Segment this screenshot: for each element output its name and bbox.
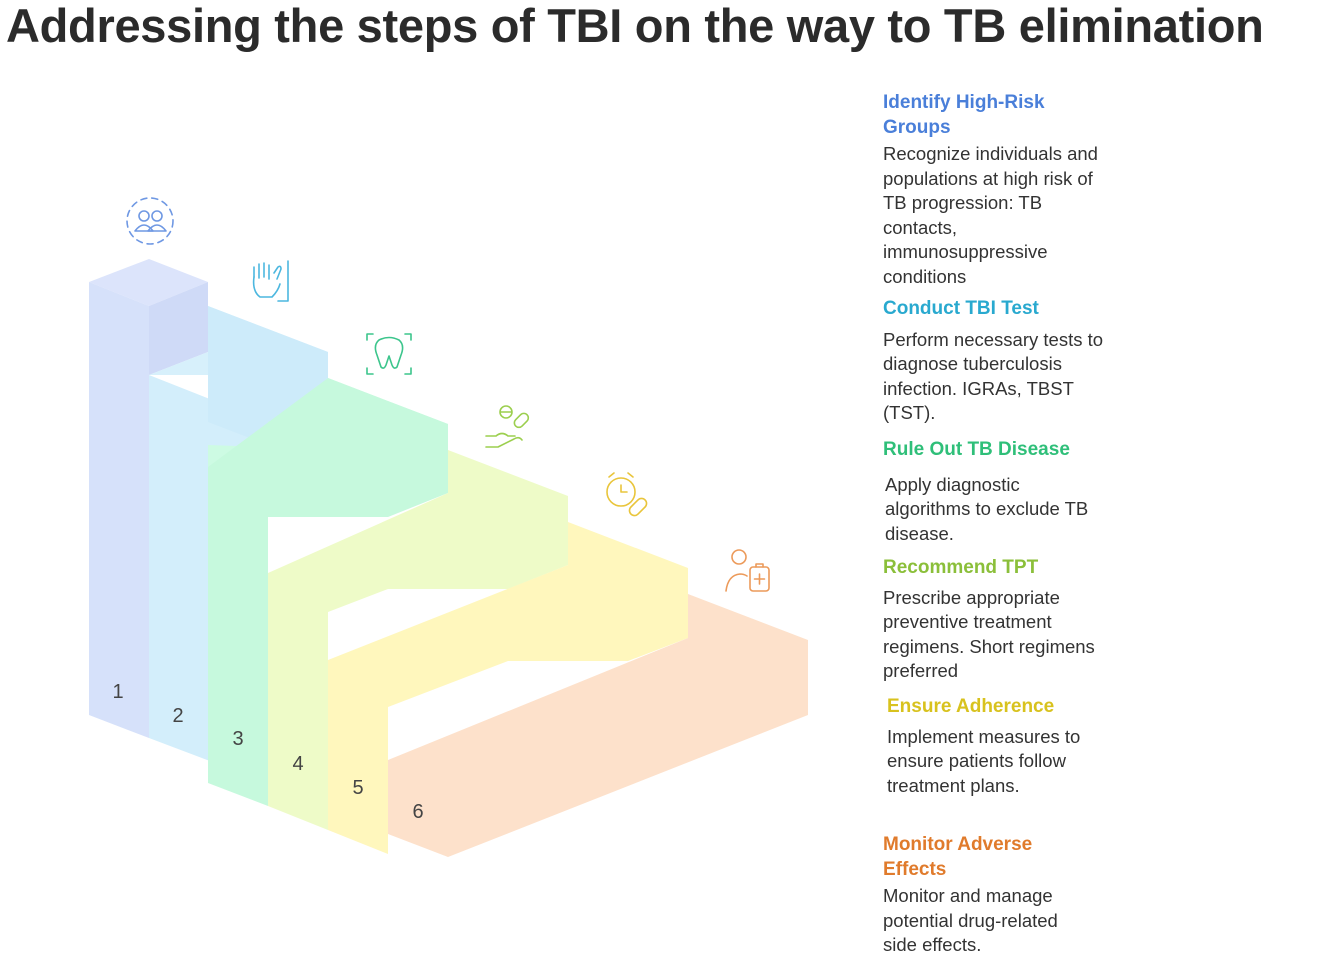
page-title: Addressing the steps of TBI on the way t…: [6, 0, 1264, 52]
step-heading-6: Monitor Adverse Effects: [883, 834, 1033, 880]
step-heading-5: Ensure Adherence: [887, 696, 1055, 717]
patient-clipboard-icon: [725, 549, 770, 592]
step-number-2: 2: [172, 705, 183, 727]
step-block-4: 4: [268, 450, 568, 830]
step-block-6: 6: [388, 594, 808, 857]
step-number-4: 4: [292, 753, 303, 775]
step-desc-1: Recognize individuals and populations at…: [883, 143, 1098, 287]
tooth-scan-icon: [366, 333, 412, 375]
step-description-3: Rule Out TB Disease Apply diagnostic alg…: [883, 438, 1108, 546]
step-block-5: 5: [328, 522, 688, 854]
step-desc-6: Monitor and manage potential drug-relate…: [883, 885, 1058, 955]
step-number-3: 3: [232, 728, 243, 750]
step-description-2: Conduct TBI Test Perform necessary tests…: [883, 297, 1108, 426]
step-heading-4: Recommend TPT: [883, 557, 1039, 578]
hand-icon: [252, 260, 289, 302]
step-desc-2: Perform necessary tests to diagnose tube…: [883, 328, 1104, 424]
step-description-4: Recommend TPT Prescribe appropriate prev…: [883, 556, 1108, 684]
hand-pills-icon: [485, 405, 530, 448]
step-description-5: Ensure Adherence Implement measures to e…: [887, 695, 1087, 798]
step-description-1: Identify High-Risk Groups Recognize indi…: [883, 91, 1108, 289]
step-heading-1: Identify High-Risk Groups: [883, 92, 1045, 138]
alarm-pill-icon: [606, 472, 648, 517]
step-heading-2: Conduct TBI Test: [883, 298, 1039, 319]
step-heading-3: Rule Out TB Disease: [883, 439, 1070, 460]
step-desc-4: Prescribe appropriate preventive treatme…: [883, 586, 1095, 682]
step-number-5: 5: [352, 777, 363, 799]
step-block-1: 1: [89, 259, 208, 738]
step-number-6: 6: [412, 801, 423, 823]
step-number-1: 1: [112, 681, 123, 703]
step-description-6: Monitor Adverse Effects Monitor and mana…: [883, 833, 1083, 958]
step-desc-5: Implement measures to ensure patients fo…: [887, 725, 1081, 796]
user-group-icon: [126, 197, 174, 245]
step-desc-3: Apply diagnostic algorithms to exclude T…: [885, 473, 1089, 544]
